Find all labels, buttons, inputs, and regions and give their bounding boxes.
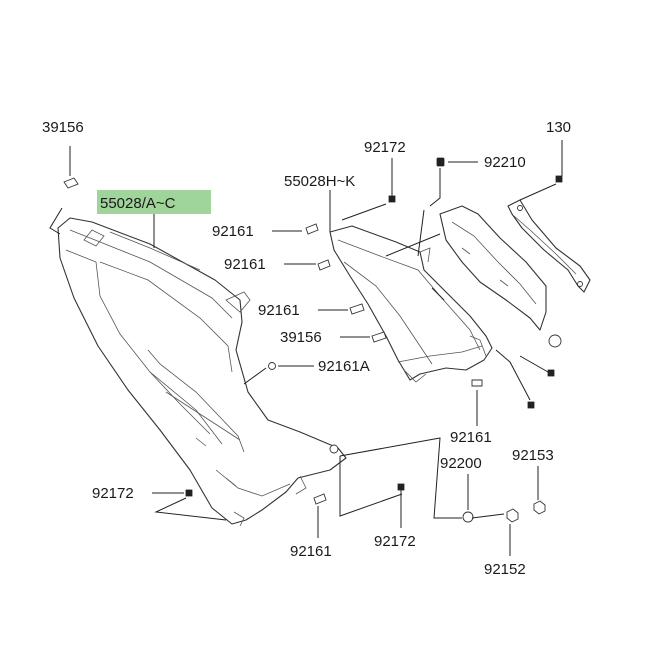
side-cover-main-part: [57, 217, 347, 527]
label-55028-h-k: 55028H~K: [284, 173, 355, 190]
inner-panel-part: [329, 225, 493, 383]
label-92161-a: 92161: [212, 223, 254, 240]
label-92152: 92152: [484, 561, 526, 578]
part-labels: 39156 55028/A~C 92172 55028H~K 92210 130…: [42, 119, 571, 578]
highlight-box: [97, 190, 211, 214]
label-92153: 92153: [512, 447, 554, 464]
leader-lines: [49, 140, 563, 556]
label-92161A: 92161A: [318, 358, 370, 375]
label-39156-top: 39156: [42, 119, 84, 136]
label-39156-mid: 39156: [280, 329, 322, 346]
label-55028-a-c: 55028/A~C: [100, 195, 176, 212]
label-92172-top: 92172: [364, 139, 406, 156]
hardware-pieces: [63, 157, 563, 523]
label-130: 130: [546, 119, 571, 136]
label-92200: 92200: [440, 455, 482, 472]
label-92172-left: 92172: [92, 485, 134, 502]
label-92161-e: 92161: [290, 543, 332, 560]
label-92161-b: 92161: [224, 256, 266, 273]
label-92161-c: 92161: [258, 302, 300, 319]
label-92210: 92210: [484, 154, 526, 171]
bracket-part: [507, 199, 591, 293]
label-92161-d: 92161: [450, 429, 492, 446]
label-92172-bottom: 92172: [374, 533, 416, 550]
small-cover-part: [439, 205, 547, 331]
